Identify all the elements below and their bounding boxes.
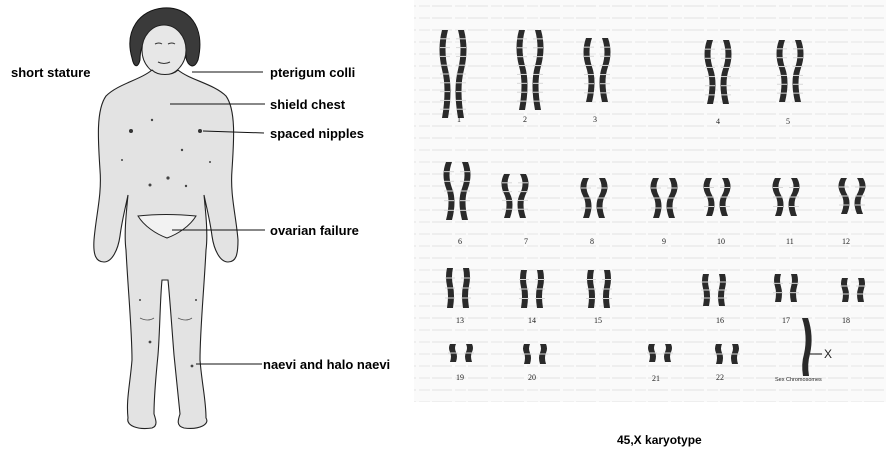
chromosome-number-22: 22	[716, 373, 724, 382]
label-short-stature: short stature	[11, 65, 90, 80]
chromosome-number-16: 16	[716, 316, 724, 325]
chromosome-number-8: 8	[590, 237, 594, 246]
label-pterigum-colli: pterigum colli	[270, 65, 355, 80]
karyotype-background	[414, 0, 886, 402]
chromosome-number-13: 13	[456, 316, 464, 325]
body-illustration	[94, 8, 238, 429]
chromosome-number-15: 15	[594, 316, 602, 325]
label-naevi: naevi and halo naevi	[263, 357, 390, 372]
chromosome-number-11: 11	[786, 237, 794, 246]
chromosome-number-17: 17	[782, 316, 790, 325]
chromosome-number-10: 10	[717, 237, 725, 246]
chromosome-number-14: 14	[528, 316, 536, 325]
chromosome-number-7: 7	[524, 237, 528, 246]
chromosome-number-20: 20	[528, 373, 536, 382]
chromosome-number-2: 2	[523, 115, 527, 124]
label-ovarian-failure: ovarian failure	[270, 223, 359, 238]
chromosome-number-21: 21	[652, 374, 660, 383]
chromosome-number-5: 5	[786, 117, 790, 126]
karyotype-caption: 45,X karyotype	[617, 433, 702, 447]
chromosome-number-4: 4	[716, 117, 720, 126]
chromosome-number-18: 18	[842, 316, 850, 325]
label-spaced-nipples: spaced nipples	[270, 126, 364, 141]
sex-chromosomes-label: Sex Chromosomes	[775, 377, 822, 383]
chromosome-number-6: 6	[458, 237, 462, 246]
chromosome-number-12: 12	[842, 237, 850, 246]
chromosome-number-1: 1	[457, 115, 461, 124]
label-shield-chest: shield chest	[270, 97, 346, 112]
chromosome-number-9: 9	[662, 237, 666, 246]
x-chromosome-label: X	[824, 347, 832, 361]
chromosome-number-19: 19	[456, 373, 464, 382]
chromosome-number-3: 3	[593, 115, 597, 124]
